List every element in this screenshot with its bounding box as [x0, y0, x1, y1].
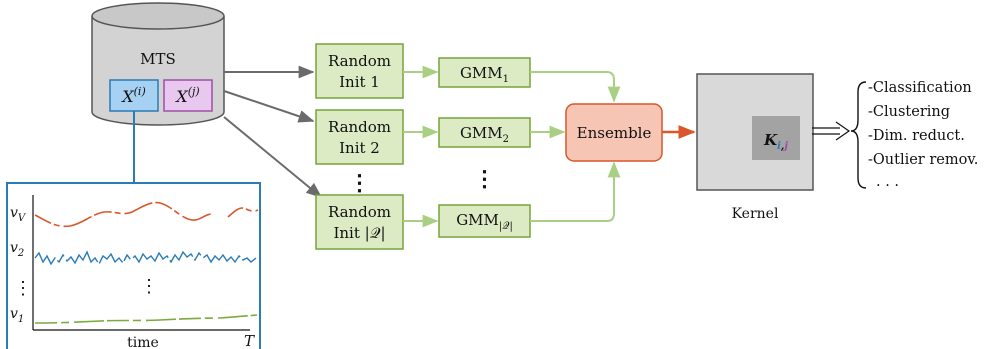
- sample-j-sup: (j): [188, 85, 200, 98]
- sample-j-base: X: [174, 87, 188, 106]
- arrow-db-to-init3: [223, 116, 323, 199]
- random-init-1-line1: Random: [328, 52, 391, 70]
- random-init-3-line1: Random: [328, 203, 391, 221]
- implies-arrow: [812, 121, 851, 141]
- random-init-1-line2: Init 1: [339, 73, 380, 91]
- sample-i-base: X: [120, 87, 134, 106]
- task-ellipsis: . . .: [876, 174, 899, 190]
- gmm-2-sub: 2: [503, 134, 509, 145]
- kernel-cell: [752, 116, 800, 160]
- task-classification: -Classification: [868, 80, 972, 96]
- ts-series-vdots: ⋮: [140, 276, 158, 297]
- mts-label: MTS: [140, 50, 176, 68]
- task-clustering: -Clustering: [868, 104, 950, 120]
- sample-i-box: X(i): [109, 79, 159, 112]
- random-init-3-line2: Init |𝒬|: [333, 224, 385, 242]
- random-init-3-box: Random Init |𝒬|: [315, 194, 404, 250]
- sample-j-box: X(j): [163, 79, 213, 112]
- random-init-vdots: ⋮: [349, 170, 371, 196]
- svg-text:X(j): X(j): [174, 85, 199, 106]
- random-init-1-box: Random Init 1: [315, 43, 404, 99]
- gmm-1-base: GMM: [460, 64, 503, 82]
- random-init-2-line2: Init 2: [339, 139, 380, 157]
- gmm-3-sub: |𝒬|: [499, 221, 513, 232]
- svg-text:GMM|𝒬|: GMM|𝒬|: [456, 211, 513, 232]
- gmm-3-base: GMM: [456, 211, 499, 229]
- gmm-1-sub: 1: [503, 74, 509, 85]
- ts-series-1: [34, 314, 258, 324]
- tasks-list: -Classification -Clustering -Dim. reduct…: [868, 80, 978, 190]
- kernel-cell-label: Ki,j: [763, 131, 788, 152]
- random-init-2-line1: Random: [328, 118, 391, 136]
- ts-xlabel: time: [127, 335, 159, 349]
- task-dim-reduction: -Dim. reduct.: [868, 128, 965, 144]
- ts-var-label-1: v1: [10, 306, 24, 325]
- arrow-db-to-init2: [223, 90, 315, 123]
- ts-var-vdots: ⋮: [14, 278, 32, 299]
- timeseries-panel: vV v2 ⋮ v1 ⋮ time T: [6, 182, 261, 349]
- gmm-2-base: GMM: [460, 124, 503, 142]
- svg-text:X(i): X(i): [120, 85, 146, 106]
- ensemble-label: Ensemble: [577, 124, 652, 142]
- ts-var-label-2: v2: [10, 240, 24, 259]
- sample-i-sup: (i): [134, 85, 146, 98]
- kernel-matrix: Ki,j Kernel: [696, 73, 814, 222]
- gmm-3-box: GMM|𝒬|: [438, 204, 531, 238]
- ensemble-box: Ensemble: [565, 103, 663, 162]
- ts-series-v: [34, 201, 259, 228]
- random-init-2-box: Random Init 2: [315, 109, 404, 165]
- arrow-gmm3-to-ensemble: [530, 161, 621, 222]
- gmm-1-box: GMM1: [438, 57, 531, 88]
- task-outlier-removal: -Outlier remov.: [868, 152, 978, 168]
- arrow-gmm1-to-ensemble: [530, 71, 621, 103]
- ts-series-2: [34, 250, 257, 266]
- ts-xend-label: T: [244, 332, 255, 349]
- gmm-vdots: ⋮: [474, 166, 496, 192]
- ts-var-label-v: vV: [10, 205, 27, 224]
- kernel-label: Kernel: [732, 206, 779, 222]
- svg-text:GMM2: GMM2: [460, 124, 509, 145]
- svg-text:GMM1: GMM1: [460, 64, 509, 85]
- gmm-2-box: GMM2: [438, 117, 531, 148]
- tasks-brace: [850, 81, 867, 189]
